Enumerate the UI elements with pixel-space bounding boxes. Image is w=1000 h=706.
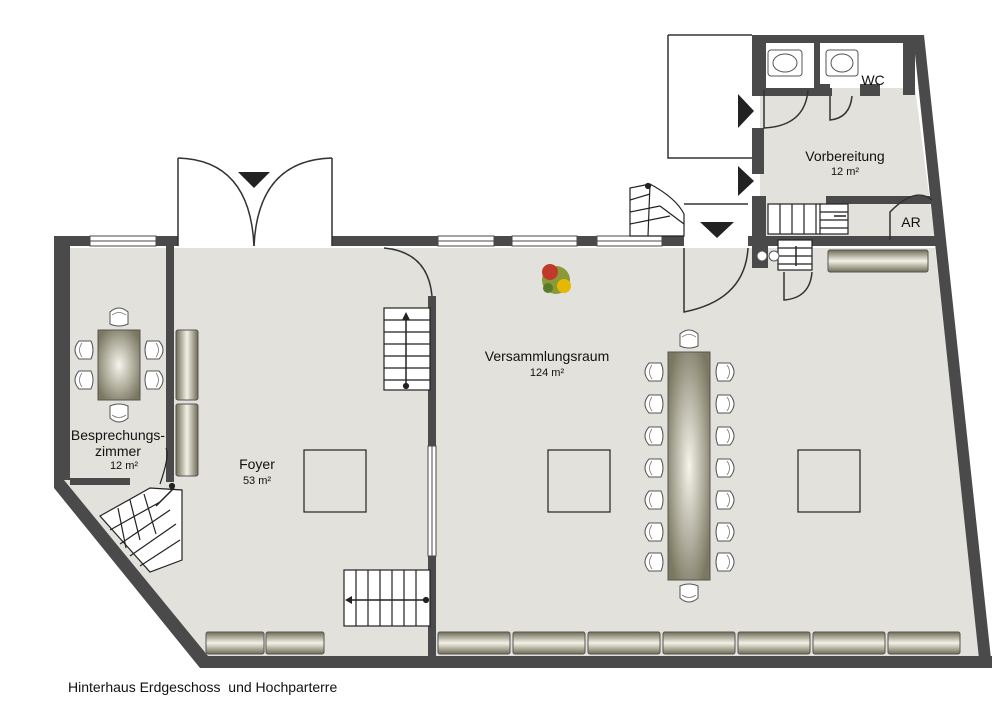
room-area-foyer: 53 m² xyxy=(243,475,271,487)
room-area-versammlungsraum: 124 m² xyxy=(530,367,565,379)
walls xyxy=(54,35,992,668)
meeting-table xyxy=(74,307,164,423)
plan-caption: Hinterhaus Erdgeschoss und Hochparterre xyxy=(68,679,338,695)
room-name-wc: WC xyxy=(861,72,884,88)
plant-icon xyxy=(542,264,571,294)
room-area-besprechung: 12 m² xyxy=(110,460,138,472)
room-name-versammlungsraum: Versammlungsraum xyxy=(485,348,610,364)
room-area-vorbereitung: 12 m² xyxy=(831,166,859,178)
room-name-foyer: Foyer xyxy=(239,456,275,472)
wc-fixtures xyxy=(756,49,859,262)
benches xyxy=(175,249,961,655)
conference-table xyxy=(644,329,735,603)
windows xyxy=(89,235,663,557)
entrance-door xyxy=(177,34,933,313)
room-name-besprechung-2: zimmer xyxy=(95,443,141,459)
room-labels: Versammlungsraum 124 m² Foyer 53 m² Besp… xyxy=(71,72,921,487)
room-name-vorbereitung: Vorbereitung xyxy=(805,148,884,164)
stairs xyxy=(99,182,849,627)
columns xyxy=(303,449,861,513)
room-name-ar: AR xyxy=(901,214,920,230)
room-name-besprechung-1: Besprechungs- xyxy=(71,427,166,443)
